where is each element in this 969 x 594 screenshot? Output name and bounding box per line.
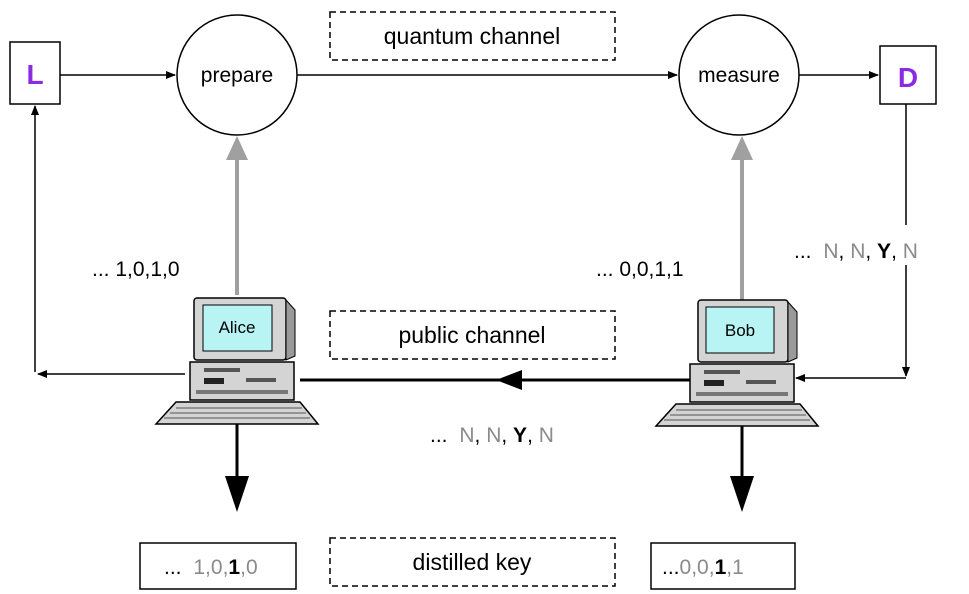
alice-computer: Alice [154,297,320,425]
arrowhead-alice-key [225,476,249,512]
bob-key-bit: 0 [680,556,692,579]
public-seq-prefix: ... [430,424,448,447]
bob-key-bit: 1 [732,556,744,579]
measure-node: measure [678,14,800,136]
detector-sequence: ... N, N, Y, N [794,240,918,263]
alice-label: Alice [219,318,256,337]
public-channel-box: public channel [329,310,616,360]
public-sequence: ... N, N, Y, N [430,424,554,447]
arrowhead-bob-measure [731,136,753,160]
alice-key: ... 1,0,1,0 [164,556,258,579]
detector-seq-item: N [823,240,838,263]
bob-key-box: ...0,0,1,1 [650,542,796,590]
alice-key-prefix: ... [164,556,182,579]
detector-seq-item: N [903,240,918,263]
arrowhead-public-channel [496,370,522,390]
alice-key-bit: 1 [228,556,240,579]
detector-seq-item: N [850,240,865,263]
measure-label: measure [698,64,780,87]
alice-key-box: ... 1,0,1,0 [139,542,297,590]
public-seq-item: Y [513,424,527,447]
public-seq-item: N [486,424,501,447]
detector-seq-item: Y [877,240,891,263]
arrowhead-alice-prepare [226,136,248,160]
detector-seq-prefix: ... [794,240,812,263]
prepare-node: prepare [176,14,298,136]
public-seq-item: N [539,424,554,447]
bob-key: ...0,0,1,1 [662,556,744,579]
distilled-key-label: distilled key [413,549,532,575]
bob-computer: Bob [654,299,820,427]
laser-label: L [26,59,43,90]
alice-key-bit: 1 [193,556,205,579]
public-seq-item: N [459,424,474,447]
bob-bit-sequence: ... 0,0,1,1 [596,258,684,281]
distilled-key-box: distilled key [329,537,616,587]
bob-key-prefix: ... [662,556,680,579]
bob-label: Bob [725,321,755,340]
detector-label: D [898,62,918,93]
quantum-channel-box: quantum channel [329,11,616,61]
bob-key-bit: 0 [697,556,709,579]
detector-node: D [879,45,937,105]
bob-key-bit: 1 [715,556,727,579]
public-channel-label: public channel [398,322,545,348]
alice-key-bit: 0 [211,556,223,579]
alice-key-bit: 0 [246,556,258,579]
alice-bit-sequence: ... 1,0,1,0 [92,258,180,281]
arrowhead-bob-key [730,476,754,512]
prepare-label: prepare [201,64,273,87]
laser-node: L [9,41,61,105]
quantum-channel-label: quantum channel [384,23,560,49]
